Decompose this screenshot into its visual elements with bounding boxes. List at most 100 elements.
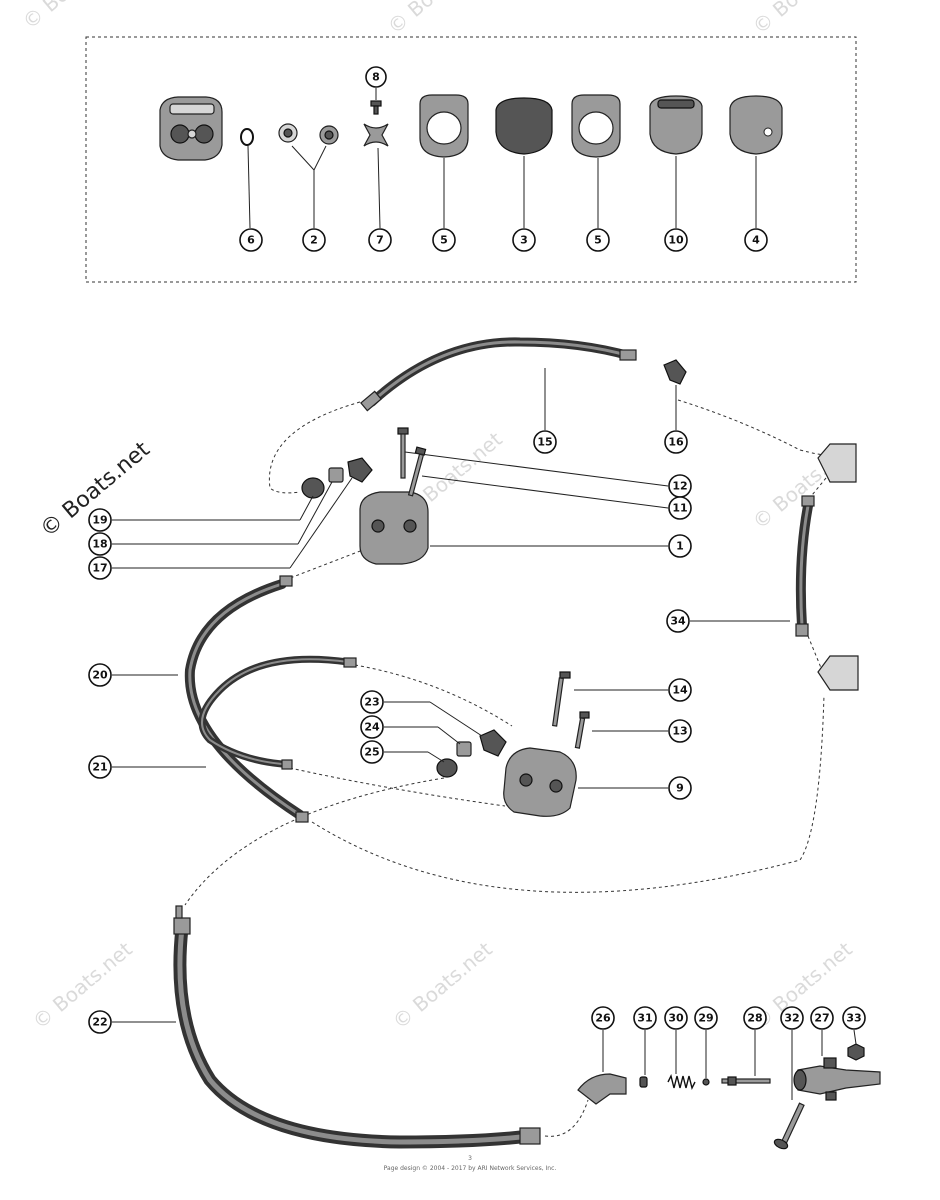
svg-text:17: 17	[92, 562, 107, 575]
check-valves	[278, 123, 339, 145]
svg-text:27: 27	[814, 1012, 829, 1025]
fuel-pump-upper	[359, 491, 429, 565]
pump-cover	[729, 95, 783, 155]
svg-text:30: 30	[668, 1012, 684, 1025]
screw-11	[407, 446, 427, 497]
svg-text:13: 13	[672, 725, 687, 738]
svg-text:22: 22	[92, 1016, 107, 1029]
svg-text:10: 10	[668, 234, 684, 247]
fuel-line-20	[184, 575, 309, 823]
nut-24	[456, 741, 472, 757]
o-ring	[240, 128, 254, 146]
svg-text:4: 4	[752, 234, 760, 247]
watermark-top-left: © Boats.net	[18, 0, 127, 34]
nut-33	[847, 1043, 865, 1061]
elbow-fitting-17	[347, 457, 373, 483]
callout-23: 23	[360, 690, 384, 714]
svg-text:6: 6	[247, 234, 255, 247]
pump-body	[159, 96, 223, 161]
callout-18: 18	[88, 532, 112, 556]
callout-6: 6	[239, 228, 263, 252]
svg-text:24: 24	[364, 721, 380, 734]
tee-connector-top	[817, 443, 857, 483]
callout-4: 4	[744, 228, 768, 252]
svg-text:28: 28	[747, 1012, 762, 1025]
callout-16: 16	[664, 430, 688, 454]
watermark-top-right: © Boats.net	[748, 0, 857, 39]
callout-14: 14	[668, 678, 692, 702]
callout-28: 28	[743, 1006, 767, 1030]
callout-12: 12	[668, 474, 692, 498]
svg-text:9: 9	[676, 782, 684, 795]
inset-box: 8 6 2 7 5 3 5 10 4	[85, 36, 857, 283]
small-screw	[370, 100, 382, 115]
fuel-line-21	[198, 655, 357, 770]
svg-text:33: 33	[846, 1012, 861, 1025]
callout-9: 9	[668, 776, 692, 800]
svg-text:31: 31	[637, 1012, 652, 1025]
callout-5a: 5	[432, 228, 456, 252]
callout-17: 17	[88, 556, 112, 580]
callout-19: 19	[88, 508, 112, 532]
svg-text:1: 1	[676, 540, 684, 553]
leader-lines	[112, 368, 857, 1100]
gasket-b	[571, 94, 621, 158]
fuel-line-34	[795, 495, 815, 637]
gasket-a	[419, 94, 469, 158]
svg-text:20: 20	[92, 669, 108, 682]
callout-24: 24	[360, 715, 384, 739]
nut-18	[328, 467, 344, 483]
tee-connector-bottom	[817, 655, 859, 691]
callout-8: 8	[365, 66, 387, 88]
svg-text:16: 16	[668, 436, 684, 449]
inset-border	[85, 36, 857, 283]
screw-32	[773, 1102, 805, 1150]
callout-25: 25	[360, 740, 384, 764]
fuel-pump-lower	[503, 747, 577, 817]
svg-text:11: 11	[672, 502, 687, 515]
svg-text:19: 19	[92, 514, 107, 527]
svg-text:23: 23	[364, 696, 379, 709]
callout-20: 20	[88, 663, 112, 687]
svg-text:15: 15	[537, 436, 552, 449]
svg-text:25: 25	[364, 746, 379, 759]
svg-text:34: 34	[670, 615, 686, 628]
svg-text:26: 26	[595, 1012, 611, 1025]
svg-text:2: 2	[310, 234, 318, 247]
pin-28	[721, 1076, 771, 1086]
callout-7: 7	[368, 228, 392, 252]
svg-text:12: 12	[672, 480, 687, 493]
screw-14	[552, 671, 571, 727]
callout-29: 29	[694, 1006, 718, 1030]
svg-text:18: 18	[92, 538, 107, 551]
screw-13	[574, 711, 590, 749]
diaphragm	[495, 97, 553, 155]
sleeve-19	[301, 477, 325, 499]
svg-text:5: 5	[440, 234, 448, 247]
seat-31	[639, 1076, 648, 1088]
elbow-fitting-26	[577, 1073, 627, 1105]
elbow-fitting-16	[663, 359, 687, 385]
valve-body-27	[793, 1057, 881, 1101]
fuel-line-15	[360, 337, 637, 412]
callout-21: 21	[88, 755, 112, 779]
callout-34: 34	[666, 609, 690, 633]
svg-text:5: 5	[594, 234, 602, 247]
spring-30	[667, 1073, 696, 1091]
copyright-footer: Page design © 2004 - 2017 by ARI Network…	[384, 1165, 557, 1172]
screw-12	[397, 427, 409, 479]
callouts-main: 15 16 12 11 1 19 18 17 34 20 14 23 24 13…	[88, 430, 866, 1034]
callout-22: 22	[88, 1010, 112, 1034]
elbow-fitting-23	[479, 729, 507, 757]
callout-13: 13	[668, 719, 692, 743]
callout-5b: 5	[586, 228, 610, 252]
callout-2: 2	[302, 228, 326, 252]
watermark-bottom-middle: © Boats.net	[388, 937, 497, 1034]
callout-10: 10	[664, 228, 688, 252]
watermark-bottom-left: © Boats.net	[28, 937, 137, 1034]
callout-11: 11	[668, 496, 692, 520]
callout-30: 30	[664, 1006, 688, 1030]
callout-31: 31	[633, 1006, 657, 1030]
svg-text:14: 14	[672, 684, 688, 697]
